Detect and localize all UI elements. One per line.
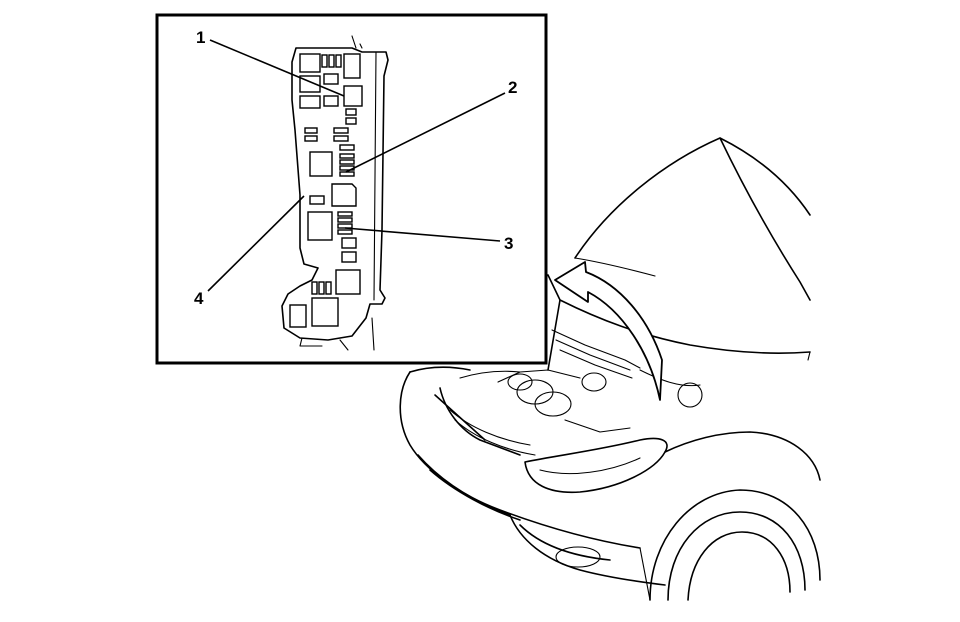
front-wheel [667, 511, 806, 601]
fog-light [555, 546, 601, 568]
hood-open-arrow [554, 261, 663, 401]
headlight [524, 437, 668, 494]
leader-lines [207, 39, 506, 292]
fuse-block-housing [281, 47, 389, 341]
fuse-block [281, 35, 389, 351]
callout-1: 1 [196, 28, 205, 47]
callout-3: 3 [504, 234, 513, 253]
callout-4: 4 [194, 289, 204, 308]
hood-outline [574, 137, 811, 301]
front-fender [664, 431, 821, 481]
callout-2: 2 [508, 78, 517, 97]
vehicle-illustration [399, 137, 821, 601]
